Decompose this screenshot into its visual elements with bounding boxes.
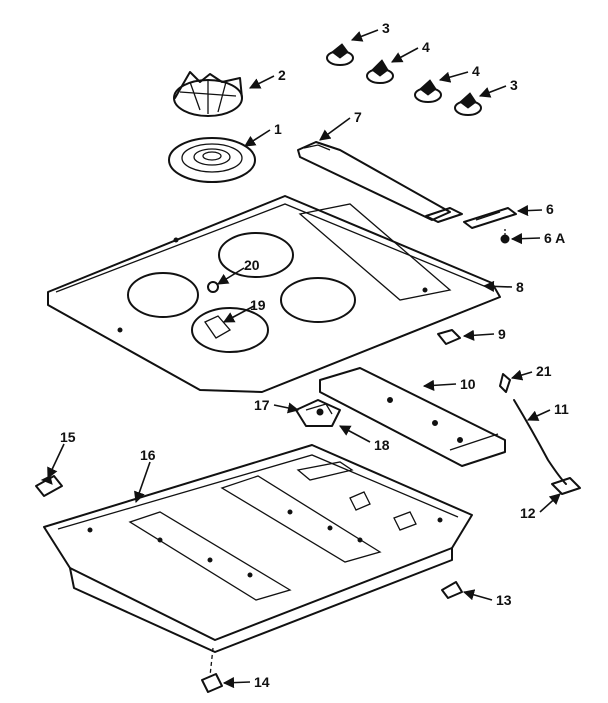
callout-6: 6 [546,201,554,217]
control-knob-3a [326,43,354,66]
burner-ring [168,137,256,183]
callout-7: 7 [354,109,362,125]
electrode [499,373,511,393]
grommet [441,581,463,599]
burner-box [43,444,473,653]
callout-21: 21 [536,363,552,379]
callout-11: 11 [554,401,569,417]
screw [500,229,510,244]
callout-15: 15 [60,429,76,445]
callout-12: 12 [520,505,536,521]
callout-16: 16 [140,447,156,463]
callout-14: 14 [254,674,270,690]
control-knob-4a [366,59,394,84]
callout-8: 8 [516,279,524,295]
leader-arrows [47,29,561,689]
ignition-wire [513,399,567,485]
control-knob-3b [454,92,482,116]
callout-3b: 3 [510,77,518,93]
burner-grate [173,71,243,117]
clip [437,329,461,345]
callout-6a: 6 A [544,230,565,246]
callout-1: 1 [274,121,282,137]
manifold-module [319,367,506,467]
corner-bracket [35,475,63,497]
callout-4a: 4 [422,39,430,55]
callout-20: 20 [244,257,260,273]
callout-10: 10 [460,376,476,392]
callout-9: 9 [498,326,506,342]
control-knob-4b [414,79,442,103]
callout-13: 13 [496,592,512,608]
control-panel-trim [297,141,463,223]
spark-module [295,399,341,427]
callout-19: 19 [250,297,266,313]
wire-terminal [551,477,581,495]
callout-4b: 4 [472,63,480,79]
callout-labels: 2 1 3 4 4 3 7 6 6 A 8 9 10 21 11 12 13 1… [60,20,569,690]
callout-18: 18 [374,437,390,453]
switch-bracket [463,207,517,229]
cooktop-main-top [47,195,501,393]
callout-3a: 3 [382,20,390,36]
callout-17: 17 [254,397,270,413]
leveling-foot [201,647,223,693]
callout-2: 2 [278,67,286,83]
